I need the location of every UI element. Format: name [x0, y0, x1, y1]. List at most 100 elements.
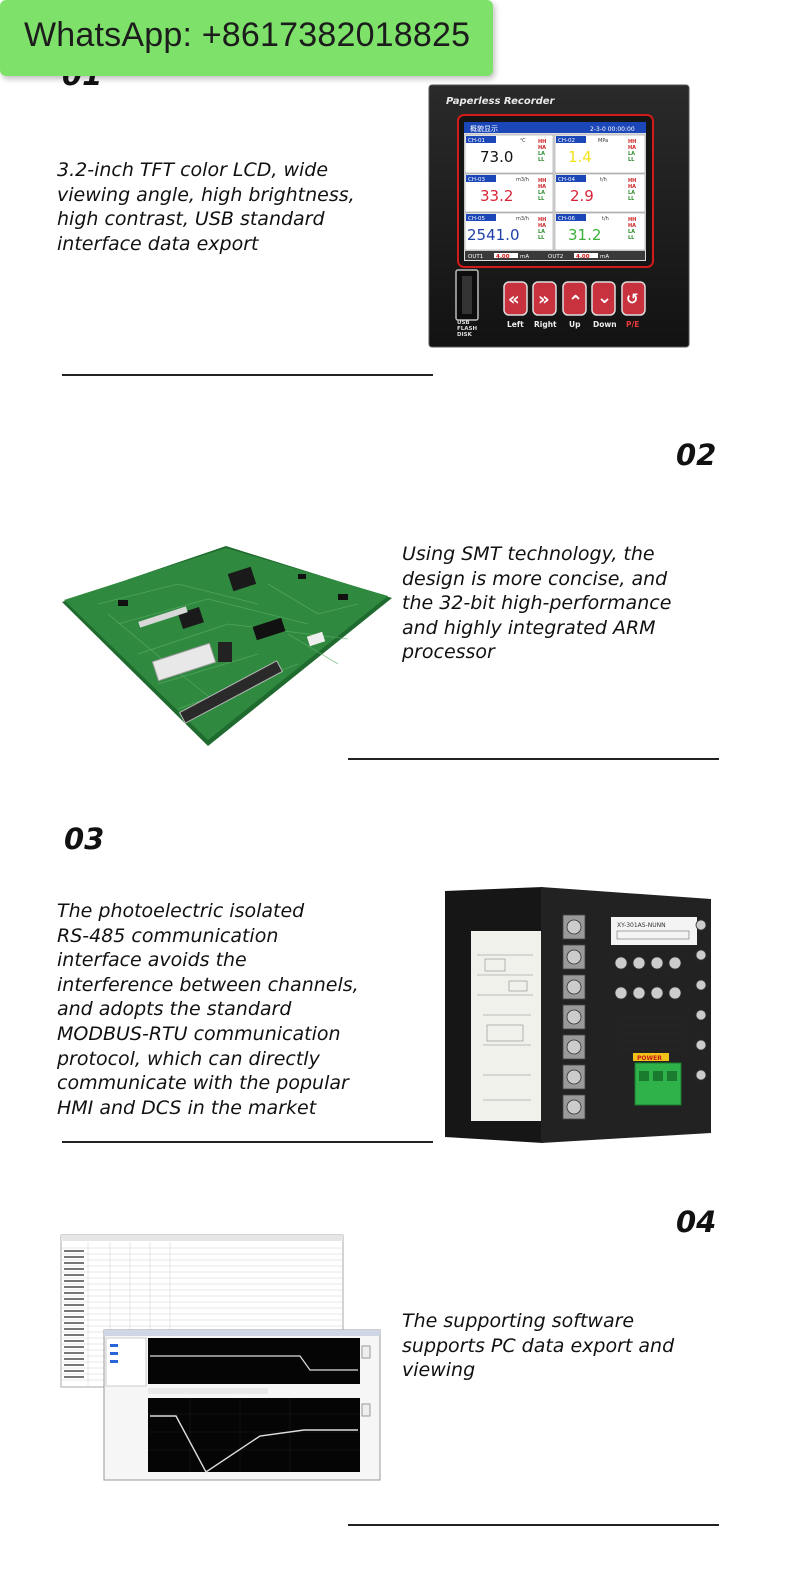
recorder-brand: Paperless Recorder [446, 96, 556, 107]
screen-clock: 2-3-0 00:00:00 [590, 126, 635, 133]
alarm-group: HH HA LA LL [538, 139, 546, 163]
whatsapp-contact-banner[interactable]: WhatsApp: +8617382018825 [0, 0, 493, 76]
alarm-label: HA [628, 223, 636, 229]
description-line: 3.2-inch TFT color LCD, wide [57, 159, 329, 181]
pcb-board-image [62, 546, 392, 746]
down-button[interactable]: ⌄ Down [591, 281, 617, 329]
description-line: communicate with the popular [57, 1072, 349, 1095]
alarm-label: HH [538, 139, 546, 145]
power-label-plate [633, 1053, 669, 1061]
chip [227, 566, 257, 592]
channel-unit: t/h [600, 177, 607, 183]
channel-id: CH-05 [468, 216, 485, 222]
description-line: Using SMT technology, the [402, 543, 655, 565]
button-label: Down [593, 320, 617, 329]
channel-unit: ℃ [520, 138, 526, 144]
alarm-label: LA [538, 190, 545, 196]
return-icon: ↺ [626, 290, 639, 308]
channel-id: CH-03 [468, 177, 485, 183]
alarm-label: LL [628, 196, 635, 202]
button-label: Right [534, 320, 557, 329]
section-04-number: 04 [676, 1205, 717, 1239]
screw-terminals [566, 919, 707, 1115]
paperless-recorder-front-image: Paperless Recorder 概貌显示 2-3-0 00:00:00 C… [428, 84, 690, 348]
channel-unit: t/h [602, 216, 609, 222]
section-01-description: 3.2-inch TFT color LCD, wide viewing ang… [57, 158, 355, 256]
alarm-label: HH [628, 139, 636, 145]
channel-cell: CH-03 m3/h 33.2 [464, 173, 554, 213]
section-04-description: The supporting software supports PC data… [402, 1309, 674, 1383]
alarm-group: HH HA LA LL [628, 178, 636, 202]
channel-value: 31.2 [568, 226, 601, 244]
chevron-up-icon: ⌃ [568, 292, 583, 313]
description-line: and adopts the standard [57, 998, 292, 1021]
description-line: protocol, which can directly [57, 1047, 320, 1070]
section-03-number: 03 [64, 822, 105, 856]
channel-cell: CH-05 m3/h 2541.0 [464, 212, 554, 251]
connector [151, 642, 217, 682]
trend-chart-upper [148, 1338, 360, 1384]
vent-slots [623, 1016, 683, 1050]
channel-value: 1.4 [568, 148, 592, 166]
section-02-divider [348, 758, 719, 760]
description-line: processor [402, 641, 495, 664]
channel-id: CH-04 [558, 177, 575, 183]
channel-unit: m3/h [516, 177, 529, 183]
channel-unit: m3/h [516, 216, 529, 222]
terminal-block-left [562, 914, 586, 1120]
description-line: MODBUS-RTU communication [57, 1022, 341, 1045]
channel-cell: CH-01 ℃ 73.0 [464, 134, 554, 174]
channel-cell: CH-04 t/h 2.9 [554, 173, 646, 213]
description-line: The supporting software [402, 1310, 635, 1332]
section-01-number: 01 [62, 76, 102, 92]
alarm-label: LL [538, 157, 545, 163]
channel-value: 2.9 [570, 187, 594, 205]
usb-label: USB [457, 320, 470, 326]
alarm-label: HA [538, 145, 546, 151]
description-line: interface avoids the [57, 949, 247, 972]
alarm-label: HA [538, 184, 546, 190]
chevron-down-icon: ⌄ [597, 287, 612, 308]
alarm-label: LA [628, 229, 635, 235]
description-line: supports PC data export and [402, 1334, 675, 1357]
section-02-number: 02 [676, 438, 717, 472]
alarm-label: HA [628, 184, 636, 190]
alarm-group: HH HA LA LL [628, 139, 636, 163]
channel-id: CH-06 [558, 216, 575, 222]
wiring-diagram-label [471, 931, 541, 1121]
output-unit: mA [600, 254, 609, 260]
button-label: Left [507, 320, 524, 329]
alarm-label: HH [538, 178, 546, 184]
description-line: high contrast, USB standard [57, 208, 325, 231]
description-line: interface data export [57, 232, 259, 255]
section-03-divider [62, 1141, 433, 1143]
component [298, 574, 306, 579]
chip [252, 617, 286, 641]
connector [138, 606, 188, 628]
alarm-label: LA [628, 151, 635, 157]
alarm-label: LA [628, 190, 635, 196]
alarm-label: HH [628, 178, 636, 184]
section-03-description: The photoelectric isolated RS-485 commun… [57, 899, 359, 1120]
section-02-description: Using SMT technology, the design is more… [402, 542, 671, 665]
usb-label: DISK [457, 332, 473, 338]
alarm-group: HH HA LA LL [538, 217, 546, 241]
alarm-label: LA [538, 151, 545, 157]
keypad: « Left » Right ⌃ Up ⌄ Down ↺ P/E [503, 281, 646, 329]
chevron-double-left-icon: « [508, 289, 520, 310]
left-button[interactable]: « Left [503, 281, 528, 329]
description-line: HMI and DCS in the market [57, 1096, 317, 1119]
button-label: P/E [626, 320, 639, 329]
output-label: OUT1 [468, 254, 483, 260]
recorder-rear-panel-image: XY-301AS-NUNN POWER [445, 887, 711, 1143]
output-unit: mA [520, 254, 529, 260]
channel-unit: MPa [598, 138, 608, 144]
right-button[interactable]: » Right [532, 281, 557, 329]
channel-value: 33.2 [480, 187, 513, 205]
table-cells [64, 1250, 84, 1378]
pe-button[interactable]: ↺ P/E [621, 281, 646, 329]
up-button[interactable]: ⌃ Up [562, 281, 587, 329]
description-line: viewing angle, high brightness, [57, 183, 355, 206]
description-line: and highly integrated ARM [402, 616, 656, 639]
description-line: design is more concise, and [402, 567, 668, 590]
